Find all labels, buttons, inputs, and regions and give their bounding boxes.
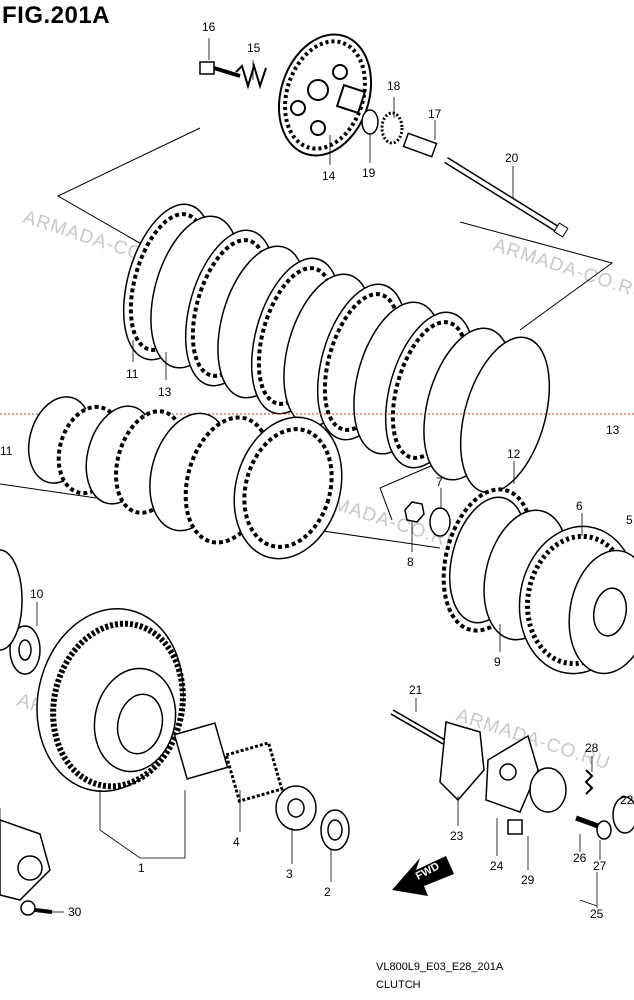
- thrust-washer: [0, 549, 41, 675]
- figure-title: FIG.201A: [2, 2, 111, 29]
- part-label: 21: [409, 683, 423, 697]
- spacer-bearing-washers: [173, 722, 350, 851]
- part-number-labels: 16 15 18 17 14 19 20 11 13 11 13 12 7 8 …: [0, 20, 634, 921]
- part-label: 6: [576, 499, 583, 513]
- part-label: 20: [505, 151, 519, 165]
- pressure-plate: [277, 33, 373, 157]
- part-label: 3: [286, 867, 293, 881]
- upper-plate-stack: [122, 203, 551, 494]
- right-group-outline-2: [379, 487, 393, 521]
- leader-lines: [0, 38, 601, 913]
- pushrod-shaft: [444, 157, 569, 238]
- part-label: 16: [202, 20, 216, 34]
- part-label: 24: [490, 859, 504, 873]
- upper-group-outline-right: [459, 221, 614, 331]
- part-label: 5: [626, 513, 633, 527]
- part-label: 28: [585, 741, 599, 755]
- primary-driven-gear: [36, 608, 186, 792]
- part-label: 13: [606, 423, 620, 437]
- part-label: 26: [573, 851, 587, 865]
- part-label: 18: [387, 79, 401, 93]
- part-label: 13: [158, 385, 172, 399]
- part-label: 7: [436, 475, 443, 489]
- part-label: 17: [428, 107, 442, 121]
- part-label: 14: [322, 169, 336, 183]
- lower-plate-stack: [27, 396, 343, 560]
- forward-direction-arrow: FWD: [392, 856, 454, 896]
- part-label: 19: [362, 166, 376, 180]
- part-label: 4: [233, 835, 240, 849]
- part-label: 10: [30, 587, 44, 601]
- part-label: 11: [126, 367, 139, 381]
- part-label: 9: [494, 655, 501, 669]
- part-label: 30: [68, 905, 82, 919]
- figure-code: VL800L9_E03_E28_201A: [376, 961, 504, 973]
- washer-and-bearing: [361, 109, 438, 158]
- watermark-text: ARMADA-CO.RU: [490, 235, 634, 305]
- clutch-hub-group: [404, 487, 634, 675]
- part-label: 12: [507, 447, 521, 461]
- release-cover-bolt: [0, 819, 53, 916]
- part-label: 1: [138, 861, 145, 875]
- bolt-and-spring: [199, 61, 267, 90]
- figure-name: CLUTCH: [376, 979, 421, 991]
- part-label: 25: [590, 907, 604, 921]
- part-label: 15: [247, 41, 261, 55]
- part-label: 23: [450, 829, 464, 843]
- part-label: 29: [521, 873, 535, 887]
- part-label: 2: [324, 885, 331, 899]
- part-label: 27: [593, 859, 607, 873]
- part-label: 8: [407, 555, 414, 569]
- part-label: 11: [0, 444, 13, 458]
- part-label: 22: [620, 793, 634, 807]
- release-mechanism: [390, 709, 634, 840]
